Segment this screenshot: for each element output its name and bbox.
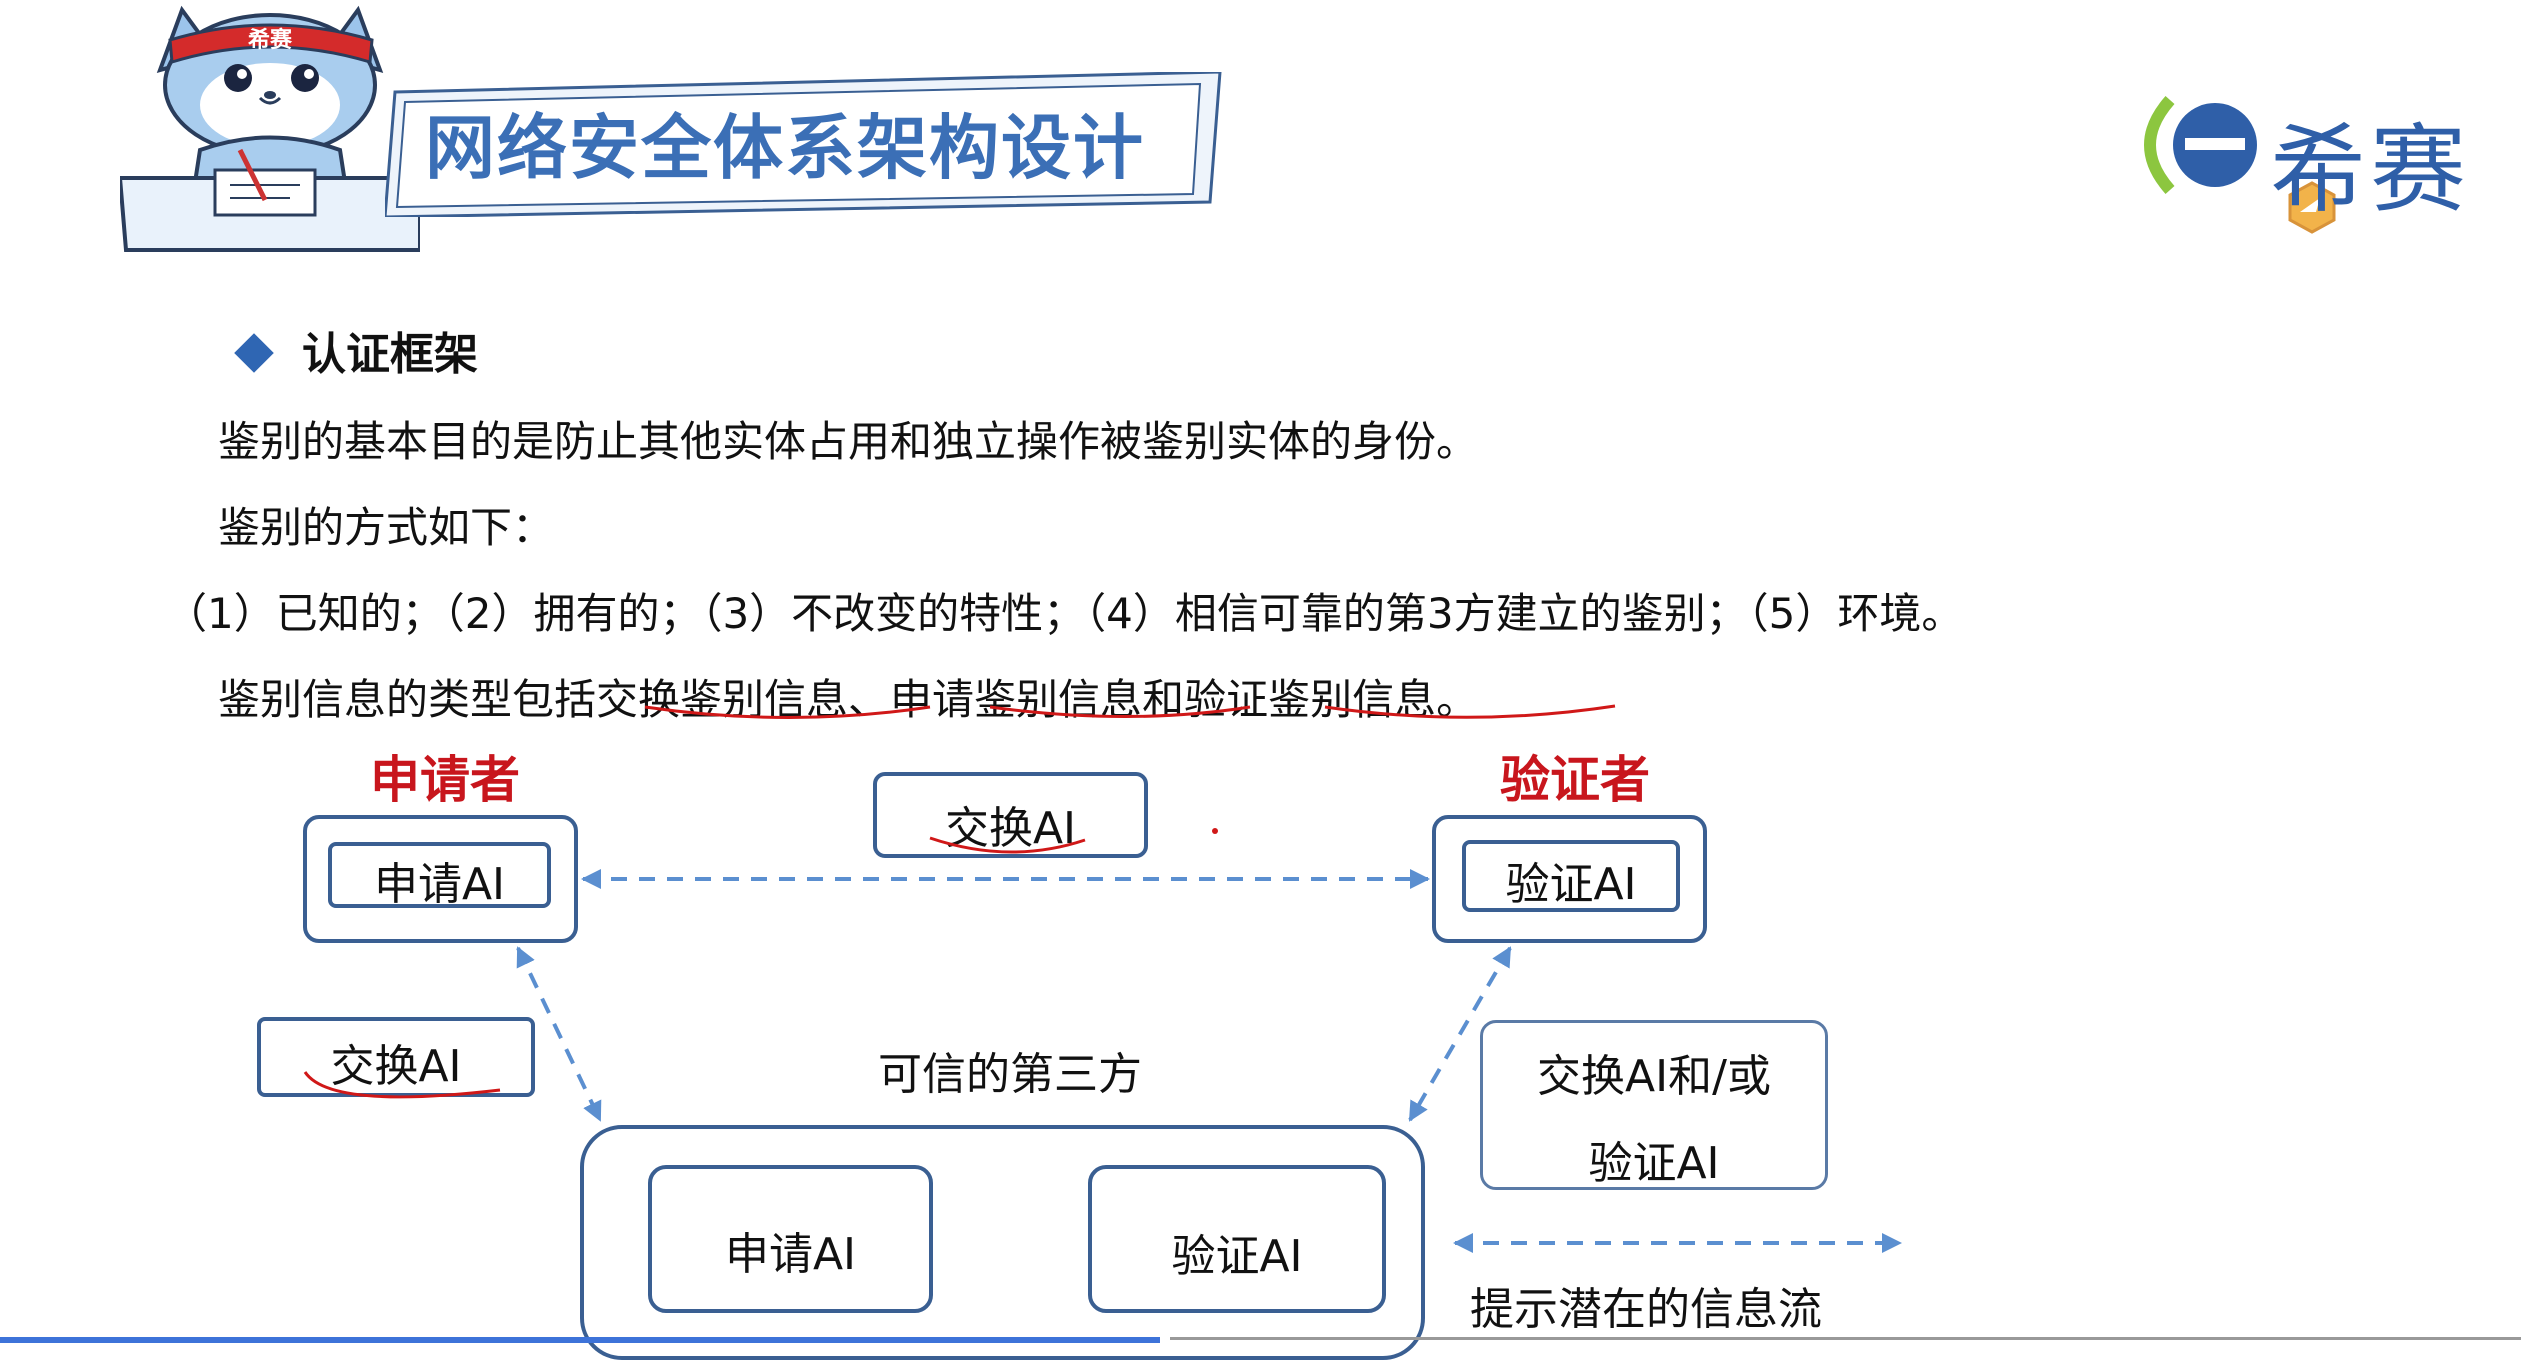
verifier-ai-text: 验证AI [1505, 859, 1637, 910]
underline-claim-ai [989, 705, 1251, 718]
annotation-dot [1212, 828, 1218, 834]
body-line-2: 鉴别的方式如下： [218, 503, 555, 552]
underline-exchange-top [929, 836, 1086, 854]
ttp-verifier-ai-box [1088, 1165, 1386, 1313]
body-line-3: （1）已知的；（2）拥有的；（3）不改变的特性；（4）相信可靠的第3方建立的鉴别… [165, 589, 1964, 638]
claimant-ai-text: 申请AI [373, 859, 506, 910]
underline-verify-ai [1324, 704, 1616, 719]
mascot-illustration [120, 5, 420, 252]
exchange-ai-right-box [1480, 1020, 1828, 1190]
exchange-ai-top-box [873, 772, 1148, 858]
line4-part-0: 鉴别信息的类型包括 [218, 675, 597, 724]
ttp-verifier-ai-text: 验证AI [1171, 1231, 1303, 1282]
ttp-claimant-ai-box [648, 1165, 933, 1313]
claimant-label: 申请者 [370, 751, 520, 809]
ttp-claimant-ai-text: 申请AI [724, 1229, 857, 1280]
section-heading-text: 认证框架 [302, 329, 478, 380]
arrow-verifier-ttp [1408, 946, 1512, 1122]
claimant-ai-box [328, 842, 551, 908]
exchange-ai-right-line2: 验证AI [1588, 1138, 1720, 1189]
arrow-claimant-ttp [516, 946, 602, 1122]
section-heading: 认证框架 [234, 318, 478, 382]
legend-text: 提示潜在的信息流 [1470, 1284, 1822, 1335]
exchange-ai-right-line1: 交换AI和/或 [1537, 1051, 1771, 1102]
page-title: 网络安全体系架构设计 [425, 107, 1145, 189]
mascot-badge-text: 希赛 [248, 28, 293, 53]
exchange-ai-top-text: 交换AI [944, 803, 1077, 854]
underline-exchange-left [303, 1071, 501, 1099]
verifier-ai-box [1462, 840, 1680, 912]
exchange-ai-left-text: 交换AI [330, 1041, 462, 1092]
underline-exchange-ai [644, 705, 931, 719]
body-line-4: 鉴别信息的类型包括交换鉴别信息、申请鉴别信息和验证鉴别信息。 [218, 666, 1478, 727]
verifier-label: 验证者 [1500, 751, 1650, 809]
brand-logo [2144, 96, 2336, 234]
video-progress-bar[interactable] [0, 1337, 1160, 1343]
body-line-1: 鉴别的基本目的是防止其他实体占用和独立操作被鉴别实体的身份。 [218, 417, 1479, 466]
video-progress-track[interactable] [1170, 1337, 2521, 1340]
title-banner [385, 72, 1222, 217]
trusted-third-party-label: 可信的第三方 [878, 1049, 1142, 1100]
exchange-ai-left-box [257, 1017, 535, 1097]
brand-name: 希赛 [2270, 114, 2470, 226]
